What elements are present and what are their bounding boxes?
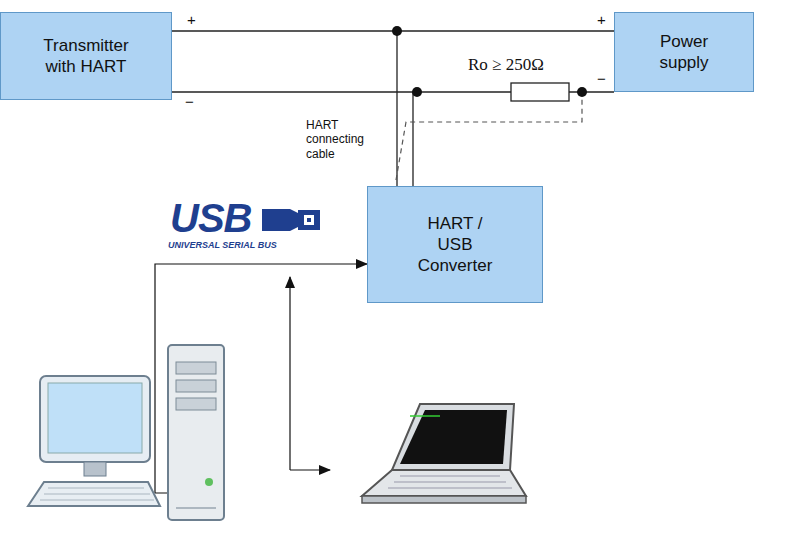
usb-logo: USB (170, 196, 251, 240)
tap-wire (412, 92, 413, 186)
cable-label: HART connecting cable (306, 118, 378, 161)
polarity-mark: − (185, 94, 194, 111)
device-box: Transmitter with HART (0, 12, 172, 100)
box-label: HART / USB Converter (409, 213, 501, 277)
polarity-mark: − (597, 71, 606, 88)
junction-dot (577, 87, 587, 97)
junction-dot (412, 87, 422, 97)
desktop-computer (28, 345, 224, 520)
usb-plug (262, 209, 320, 231)
resistor-symbol (511, 83, 569, 101)
resistor-value: Ro ≥ 250Ω (468, 56, 544, 75)
junction-dot (392, 26, 402, 36)
laptop (362, 404, 526, 503)
polarity-mark: + (597, 12, 606, 29)
usb-logo-caption: UNIVERSAL SERIAL BUS (168, 241, 277, 251)
device-box: Power supply (614, 12, 754, 92)
polarity-mark: + (187, 12, 196, 29)
usb-link (289, 277, 290, 470)
box-label: Transmitter with HART (26, 35, 146, 78)
tap-wire (396, 31, 397, 186)
device-box: HART / USB Converter (367, 186, 543, 303)
hart-cable (396, 98, 582, 180)
box-label: Power supply (644, 31, 724, 74)
usb-link (290, 469, 330, 470)
